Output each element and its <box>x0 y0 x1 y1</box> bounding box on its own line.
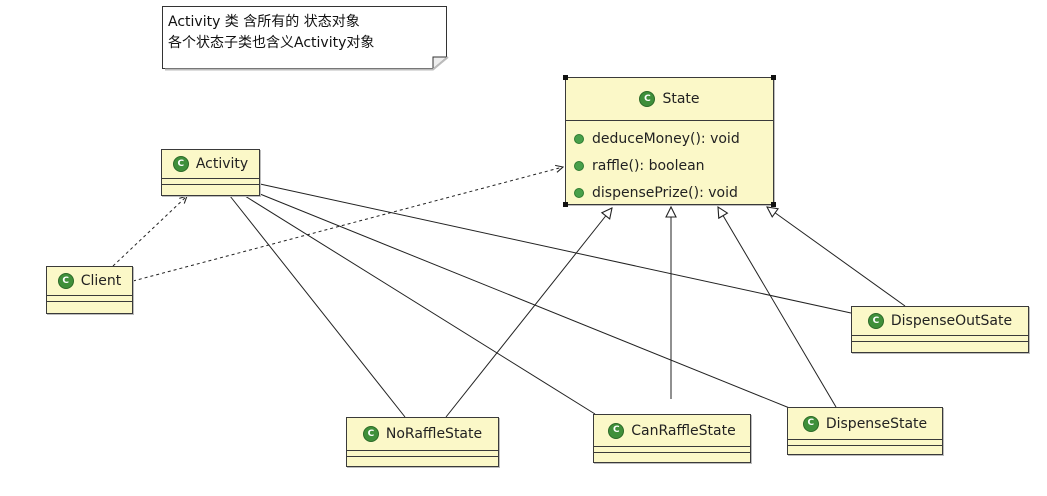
association-activity-dispense <box>259 193 793 410</box>
generalization-noraffle-state <box>445 208 612 418</box>
note-line-2: 各个状态子类也含义Activity对象 <box>168 35 375 51</box>
class-header: C CanRaffleState <box>594 415 750 446</box>
class-name: DispenseOutSate <box>890 313 1013 329</box>
class-dispenseoutsate[interactable]: C DispenseOutSate <box>851 306 1029 353</box>
attributes-compartment <box>162 178 259 184</box>
class-header: C DispenseOutSate <box>852 307 1028 335</box>
operation-label: raffle(): boolean <box>592 157 705 174</box>
class-icon: C <box>867 313 884 329</box>
class-icon: C <box>802 415 819 432</box>
selection-handle[interactable] <box>563 202 568 207</box>
operation-deducemoney[interactable]: deduceMoney(): void <box>574 125 773 152</box>
attributes-compartment <box>852 335 1028 341</box>
note-shape <box>162 6 449 71</box>
operations-compartment <box>788 445 942 450</box>
class-name: NoRaffleState <box>385 426 483 442</box>
operation-label: dispensePrize(): void <box>592 184 738 201</box>
class-icon: C <box>362 426 379 442</box>
operations-compartment <box>162 184 259 189</box>
class-name: Activity <box>195 156 249 172</box>
class-name: CanRaffleState <box>631 422 736 439</box>
class-icon: C <box>639 91 656 107</box>
operations-compartment <box>594 452 750 457</box>
class-norafflestate[interactable]: C NoRaffleState <box>346 417 499 467</box>
class-icon: C <box>608 422 625 439</box>
class-header: C Client <box>47 267 132 295</box>
public-operation-icon <box>574 133 584 144</box>
class-client[interactable]: C Client <box>46 266 133 314</box>
operation-dispenseprize[interactable]: dispensePrize(): void <box>574 179 773 206</box>
note-line-1: Activity 类 含所有的 状态对象 <box>168 14 360 30</box>
operations-compartment: deduceMoney(): void raffle(): boolean di… <box>566 120 773 206</box>
class-activity[interactable]: C Activity <box>161 149 260 196</box>
operation-raffle[interactable]: raffle(): boolean <box>574 152 773 179</box>
generalization-dispenseout-state <box>767 207 906 307</box>
class-name: Client <box>80 273 122 289</box>
operations-compartment <box>47 301 132 306</box>
attributes-compartment <box>347 450 498 456</box>
operations-compartment <box>347 456 498 461</box>
note-text: Activity 类 含所有的 状态对象 各个状态子类也含义Activity对象 <box>168 12 374 54</box>
selection-handle[interactable] <box>563 75 568 80</box>
class-icon: C <box>172 156 189 172</box>
operation-label: deduceMoney(): void <box>592 130 740 147</box>
attributes-compartment <box>788 439 942 445</box>
class-dispensestate[interactable]: C DispenseState <box>787 407 943 455</box>
attributes-compartment <box>47 295 132 301</box>
class-header: C Activity <box>162 150 259 178</box>
class-canrafflestate[interactable]: C CanRaffleState <box>593 414 751 463</box>
dependency-client-state <box>132 167 563 282</box>
attributes-compartment <box>594 446 750 452</box>
class-icon: C <box>57 273 74 289</box>
selection-handle[interactable] <box>771 202 776 207</box>
class-name: DispenseState <box>825 415 928 432</box>
class-header: C State <box>566 78 773 120</box>
class-header: C DispenseState <box>788 408 942 439</box>
public-operation-icon <box>574 187 584 198</box>
dependency-client-activity <box>112 196 187 267</box>
class-name: State <box>662 91 700 107</box>
association-activity-canraffle <box>244 195 596 415</box>
operations-compartment <box>852 341 1028 346</box>
association-activity-noraffle <box>229 195 406 418</box>
generalization-dispense-state <box>718 207 837 408</box>
class-state[interactable]: C State deduceMoney(): void raffle(): bo… <box>563 75 776 207</box>
public-operation-icon <box>574 160 584 171</box>
association-activity-dispenseoutsate <box>259 183 852 314</box>
note[interactable]: Activity 类 含所有的 状态对象 各个状态子类也含义Activity对象 <box>162 6 449 71</box>
selection-handle[interactable] <box>771 75 776 80</box>
class-header: C NoRaffleState <box>347 418 498 450</box>
